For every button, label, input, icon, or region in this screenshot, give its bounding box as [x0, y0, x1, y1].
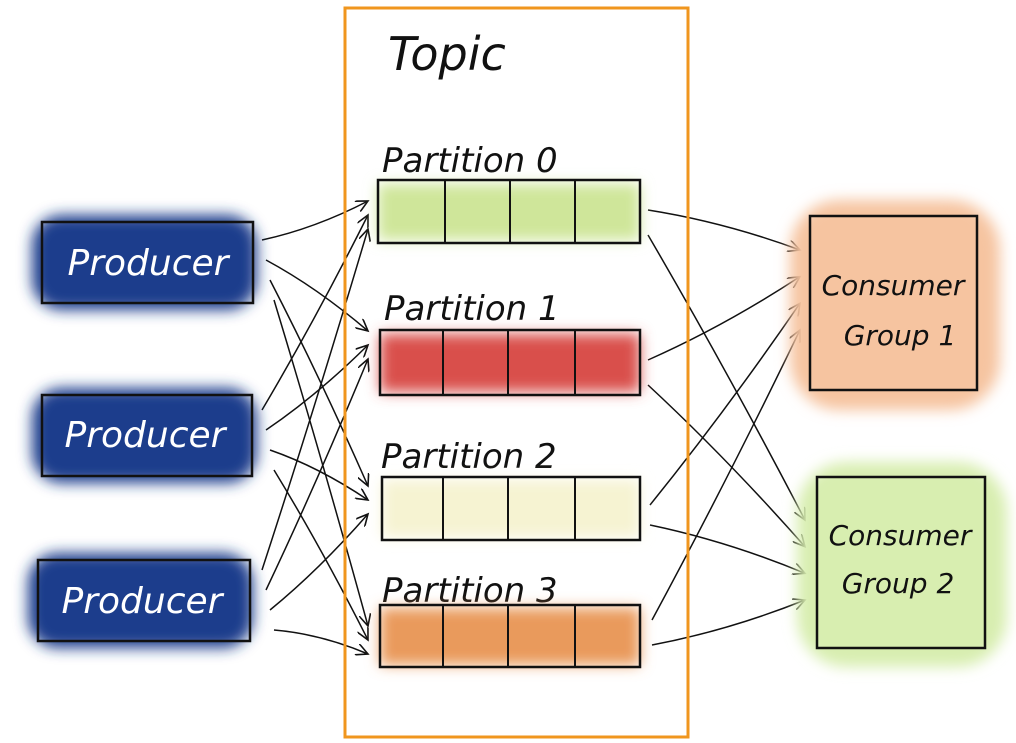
producer-label: Producer: [62, 581, 225, 622]
producer-label: Producer: [65, 415, 228, 456]
partition-1: Partition 1: [378, 289, 642, 397]
arrow-producer-2-to-partition-1: [265, 359, 368, 591]
consumer-group-label: Consumer: [829, 519, 973, 552]
topic-border: [343, 6, 690, 739]
arrow-producer-0-to-partition-1: [265, 259, 368, 331]
arrow-partition-1-to-consumer-group-1: [647, 277, 800, 361]
topic-title: Topic: [388, 27, 506, 81]
arrow-producer-0-to-partition-3: [273, 299, 368, 626]
arrow-partition-3-to-consumer-group-1: [651, 330, 800, 621]
arrow-producer-1-to-partition-0: [261, 215, 368, 411]
arrow-producer-2-to-partition-3: [273, 629, 368, 654]
consumer-group-1: Consumer Group 1: [790, 200, 1000, 410]
consumer-group-label: Consumer: [822, 269, 966, 302]
producer-label: Producer: [68, 243, 231, 284]
consumer-group-2: Consumer Group 2: [797, 462, 1007, 667]
producer-0: Producer: [32, 215, 257, 310]
connection-arrows: [261, 201, 805, 654]
consumer-group-label: Group 2: [842, 567, 955, 600]
arrow-producer-1-to-partition-2: [269, 449, 368, 500]
arrow-partition-1-to-consumer-group-2: [647, 384, 805, 547]
partition-2: Partition 2: [380, 437, 642, 542]
consumer-group-label: Group 1: [844, 319, 957, 352]
arrow-producer-1-to-partition-1: [265, 345, 368, 431]
partition-0: Partition 0: [376, 141, 642, 245]
partition-label: Partition 2: [381, 437, 557, 477]
partition-label: Partition 1: [384, 289, 560, 329]
partition-3: Partition 3: [378, 571, 642, 669]
arrow-producer-0-to-partition-2: [269, 279, 368, 486]
producer-2: Producer: [28, 553, 253, 648]
arrow-producer-1-to-partition-3: [273, 469, 368, 640]
producer-1: Producer: [32, 388, 257, 483]
partition-label: Partition 0: [382, 141, 558, 181]
arrow-partition-0-to-consumer-group-2: [647, 234, 805, 520]
arrow-producer-2-to-partition-2: [269, 514, 368, 611]
arrow-partition-2-to-consumer-group-2: [649, 524, 805, 573]
arrow-partition-3-to-consumer-group-2: [651, 600, 805, 646]
arrow-partition-2-to-consumer-group-1: [649, 303, 800, 506]
arrow-producer-0-to-partition-0: [261, 201, 368, 241]
arrow-partition-0-to-consumer-group-1: [647, 209, 800, 250]
arrow-producer-2-to-partition-0: [261, 229, 368, 571]
